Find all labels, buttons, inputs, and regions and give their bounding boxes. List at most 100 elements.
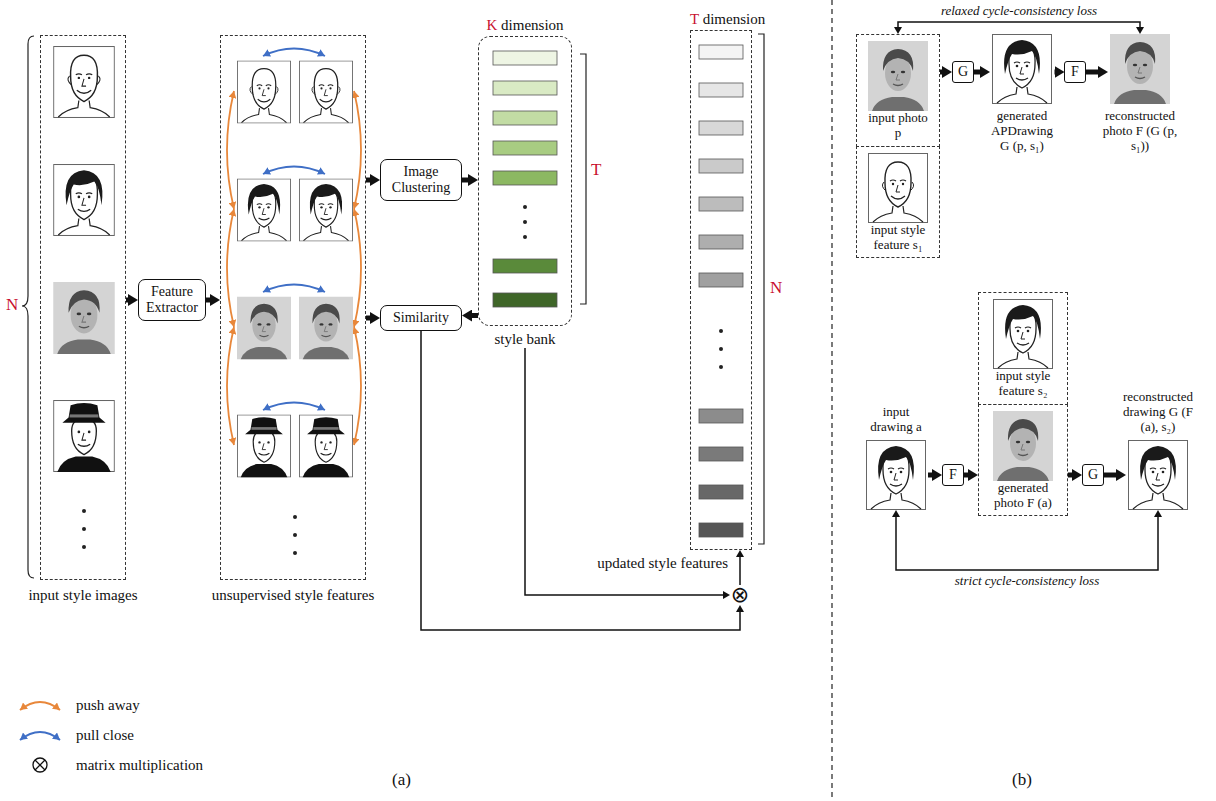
dimension-symbol: N [770,278,782,298]
image-caption: input drawing a [858,405,934,435]
face-image [53,164,115,236]
pull-arrow [263,403,325,411]
ellipsis-dot [82,509,86,513]
legend-text: pull close [76,726,134,744]
face-drawing [1129,441,1188,510]
feature-bar [493,51,557,65]
face-image [1126,440,1190,510]
face-drawing [993,411,1053,481]
face-drawing [237,179,290,241]
image-caption: reconstructed photo F (G (p, s₁)) [1094,109,1186,154]
legend-swatch [14,724,66,746]
face-drawing [299,415,352,478]
process-box: Feature Extractor [138,279,206,321]
feature-bar [699,447,743,461]
process-label: Similarity [393,310,449,326]
process-label: G [1088,467,1098,483]
face-image [53,282,115,354]
face-image [866,153,930,223]
dimension-bracket [580,54,586,304]
process-label: F [1071,64,1079,80]
legend-text: push away [76,696,140,714]
legend-text: matrix multiplication [76,756,203,774]
feature-bar [699,121,743,135]
push-arrow [354,327,361,445]
process-box: F [942,464,964,486]
flow-arrow [940,70,942,75]
image-box: input style feature s₂ [978,292,1068,405]
feature-bar [699,197,743,211]
push-arrow [227,91,234,209]
legend-row: matrix multiplication [14,754,203,776]
face-image [991,299,1055,369]
dashed-frame [40,35,126,580]
flow-arrow [126,298,128,303]
feature-bar [493,111,557,125]
feature-bar [699,45,743,59]
feature-bar [699,273,743,287]
ellipsis-dot [293,515,297,519]
feature-bar [699,523,743,537]
face-drawing [54,47,115,118]
image-caption: generated photo F (a) [982,481,1064,511]
legend-swatch [14,694,66,716]
face-image [299,414,353,478]
face-drawing [299,61,352,123]
face-image [237,178,291,242]
image-caption: input style feature s₁ [860,223,936,253]
image-group: input style images [40,35,126,604]
pull-arrow [263,167,325,175]
group-caption: input style images [0,586,196,604]
flow-arrow [1104,473,1116,478]
face-drawing [54,165,115,236]
process-box: Image Clustering [380,159,462,201]
operator-symbol: ⊗ [730,585,750,605]
flow-arrow [964,473,968,478]
process-box: G [952,61,974,83]
flow-arrow [974,70,980,75]
image-node: reconstructed photo F (G (p, s₁)) [1094,34,1186,154]
feature-bar [699,485,743,499]
push-arrow [354,91,361,209]
ellipsis-dot [82,545,86,549]
ellipsis-dot [719,329,723,333]
face-drawing [53,282,115,354]
image-caption: generated APDrawing G (p, s₁) [984,109,1060,154]
operator-node: ⊗ [730,585,750,605]
flow-arrow [366,178,370,183]
feature-bar [493,81,557,95]
face-image [866,41,930,111]
connector [739,557,741,585]
face-image [53,400,115,472]
flow-arrow [1068,473,1072,478]
face-drawing [993,35,1052,104]
process-label: Feature Extractor [141,284,203,316]
legend-swatch [14,754,66,776]
face-image [237,60,291,124]
ellipsis-dot [523,205,527,209]
connector [896,517,1158,570]
face-image [299,178,353,242]
legend-row: push away [14,694,140,716]
connector [421,331,740,630]
dashed-frame [478,36,572,326]
face-drawing [299,297,353,360]
pull-arrow [263,49,325,57]
count-bracket [758,34,764,544]
feature-bar [699,409,743,423]
feature-bar [493,171,557,185]
feature-bar [699,159,743,173]
image-box: generated photo F (a) [978,404,1068,517]
image-caption: input style feature s₂ [982,369,1064,399]
face-image [237,414,291,478]
process-label: G [958,64,968,80]
face-drawing [867,441,926,510]
image-group: unsupervised style features [220,35,366,604]
feature-bar [699,235,743,249]
count-brace [22,36,34,578]
arrow-sample [20,702,60,710]
loss-label: strict cycle-consistency loss [952,573,1102,589]
process-box: G [1082,464,1104,486]
connector [898,22,1140,27]
dashed-frame [220,35,366,580]
